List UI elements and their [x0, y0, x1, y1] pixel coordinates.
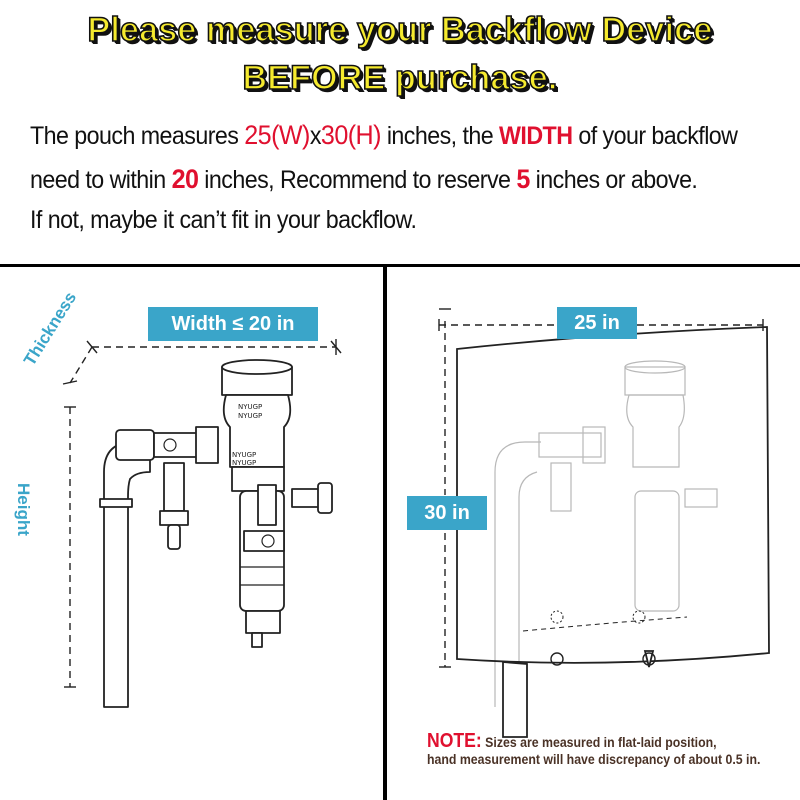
description-line-2: need to within 20 inches, Recommend to r…: [30, 164, 698, 195]
device-marking: NYUGP: [232, 451, 256, 459]
max-width-value: 20: [171, 164, 199, 194]
device-marking: NYUGP: [238, 412, 262, 420]
pouch-measurement-panel: 25 in 30 in NOTE: Sizes are measured in …: [387, 267, 800, 800]
headline-line-2: BEFORE purchase.: [242, 58, 558, 98]
times-sign: x: [309, 122, 322, 150]
text-segment: of your backflow: [572, 122, 738, 150]
description-line-3: If not, maybe it can’t fit in your backf…: [30, 206, 417, 234]
note-label: NOTE:: [427, 730, 482, 752]
note-text-1: Sizes are measured in flat-laid position…: [481, 734, 717, 750]
reserve-value: 5: [516, 164, 530, 194]
text-segment: inches, Recommend to reserve: [198, 166, 517, 194]
text-segment: The pouch measures: [30, 122, 245, 150]
height-label: Height: [14, 483, 33, 536]
backflow-device-illustration: NYUGP NYUGP NYUGP NYUGP: [62, 339, 342, 708]
measurement-note: NOTE: Sizes are measured in flat-laid po…: [427, 730, 761, 768]
description-line-1: The pouch measures 25(W)x30(H) inches, t…: [30, 120, 738, 151]
pouch-width-tag: 25 in: [557, 307, 637, 339]
pouch-width-value: 25(W): [244, 120, 310, 150]
pouch-height-value: 30(H): [320, 120, 382, 150]
headline-line-1: Please measure your Backflow Device: [87, 10, 713, 50]
width-limit-tag: Width ≤ 20 in: [148, 307, 318, 341]
text-segment: need to within: [30, 166, 172, 194]
pouch-height-tag: 30 in: [407, 496, 487, 530]
device-marking: NYUGP: [238, 403, 262, 411]
text-segment: inches or above.: [529, 166, 698, 194]
divider-horizontal: [0, 264, 800, 267]
pouch-covered-device-illustration: [438, 308, 770, 738]
divider-vertical: [383, 264, 387, 800]
text-segment: inches, the: [380, 122, 500, 150]
width-emphasis: WIDTH: [499, 122, 573, 150]
note-text-2: hand measurement will have discrepancy o…: [427, 751, 761, 767]
device-measurement-panel: NYUGP NYUGP NYUGP NYUGP Width ≤ 20 in Th…: [0, 267, 383, 800]
device-marking: NYUGP: [232, 459, 256, 467]
